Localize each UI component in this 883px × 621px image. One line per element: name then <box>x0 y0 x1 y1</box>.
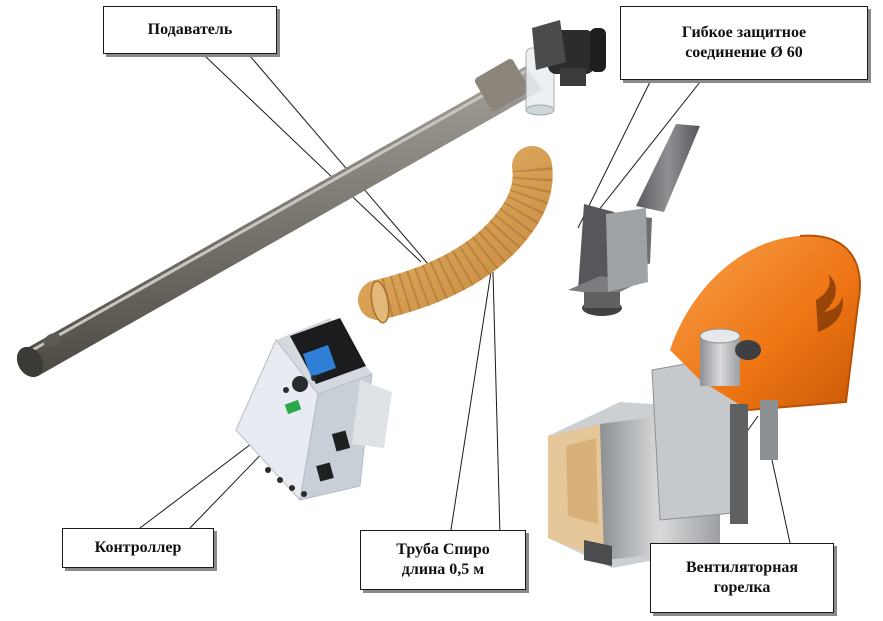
flex-connection-illustration <box>568 124 700 316</box>
label-spiro-pipe-line2: длина 0,5 м <box>401 561 485 578</box>
spiro-pipe-illustration <box>358 146 553 324</box>
feeder-illustration <box>16 20 606 378</box>
label-burner-line1: Вентиляторная <box>685 559 799 576</box>
label-flex-connection-line2: соединение Ø 60 <box>685 44 803 61</box>
label-spiro-pipe: Труба Спиро длина 0,5 м <box>360 530 526 590</box>
controller-illustration <box>235 318 392 502</box>
label-spiro-pipe-line1: Труба Спиро <box>396 541 490 558</box>
label-burner-line2: горелка <box>713 579 771 596</box>
label-feeder-text: Подаватель <box>147 21 233 38</box>
label-feeder: Подаватель <box>103 6 277 54</box>
label-controller-text: Контроллер <box>94 539 182 556</box>
label-burner: Вентиляторная горелка <box>650 543 834 613</box>
label-controller: Контроллер <box>62 528 214 568</box>
label-flex-connection: Гибкое защитное соединение Ø 60 <box>620 6 868 80</box>
burner-illustration <box>548 234 861 568</box>
label-flex-connection-line1: Гибкое защитное <box>681 24 807 41</box>
